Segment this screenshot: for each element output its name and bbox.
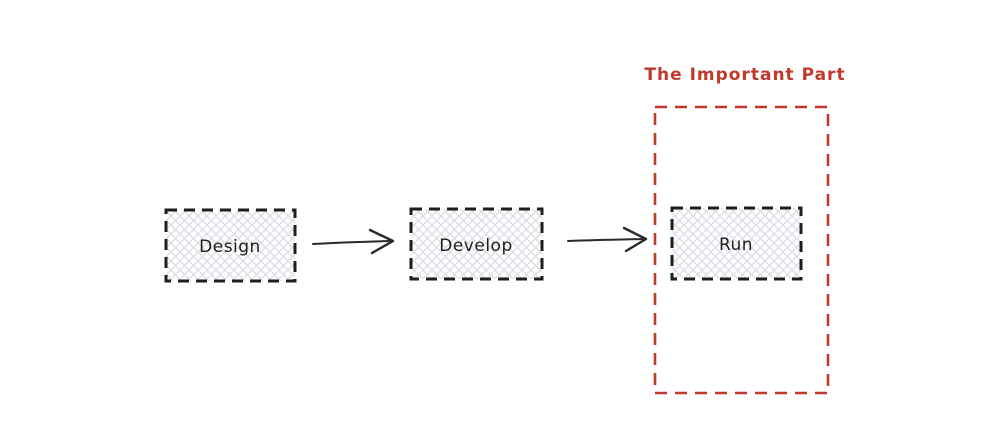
arrow-develop-to-run	[567, 238, 645, 242]
important-part-group-box	[653, 105, 830, 395]
node-design-label: Design	[199, 237, 261, 257]
node-develop-box	[409, 207, 544, 281]
arrow-develop-to-run-head	[622, 226, 648, 253]
node-develop-label: Develop	[439, 236, 512, 256]
node-run-box	[670, 206, 803, 281]
arrow-design-to-develop	[312, 240, 392, 245]
group-title: The Important Part	[644, 65, 845, 85]
arrow-design-to-develop-head	[368, 228, 395, 255]
node-design-box	[164, 208, 297, 283]
node-run-label: Run	[719, 235, 753, 255]
